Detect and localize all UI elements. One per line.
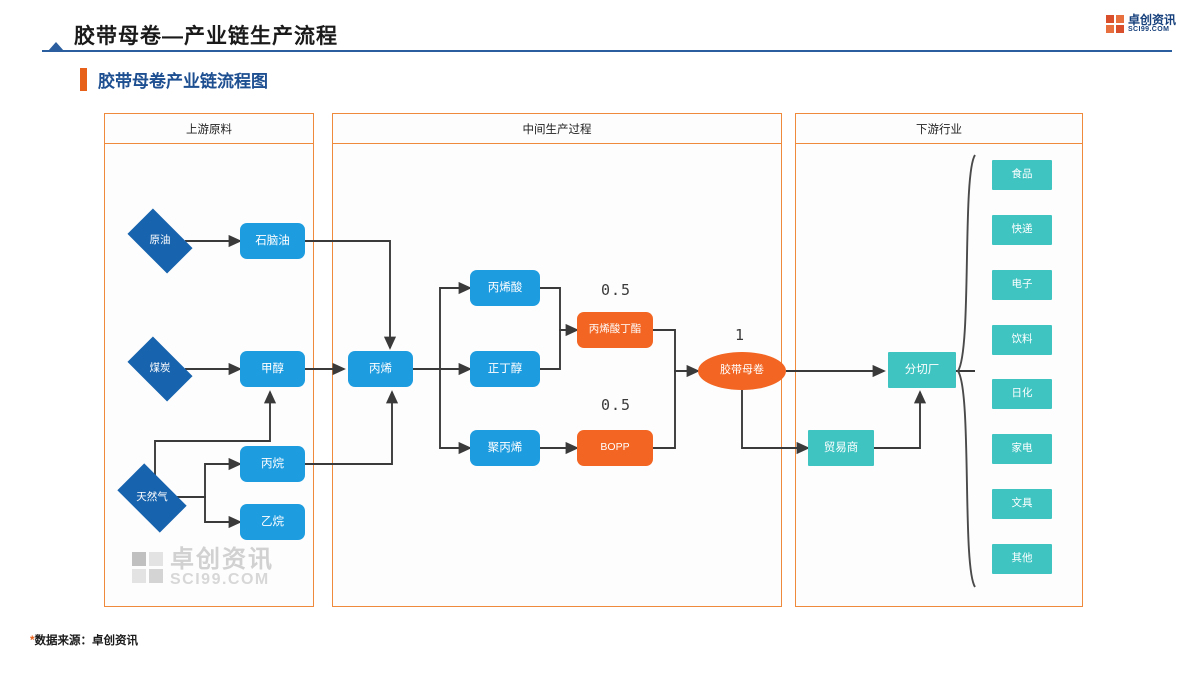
watermark-name-en: SCI99.COM xyxy=(170,571,270,588)
logo-name-cn: 卓创资讯 xyxy=(1127,13,1176,27)
node-butyl-acrylate[interactable]: 丙烯酸丁酯 xyxy=(577,312,653,348)
watermark-name-cn: 卓创资讯 xyxy=(170,546,274,573)
source-note-star: * xyxy=(30,635,35,647)
node-methanol[interactable]: 甲醇 xyxy=(240,351,305,387)
node-crude-oil[interactable]: 原油 xyxy=(127,208,193,274)
source-note: *数据来源：卓创资讯 xyxy=(30,632,138,648)
panel-midstream-header: 中间生产过程 xyxy=(333,114,781,144)
downstream-item-home-appliance[interactable]: 家电 xyxy=(992,434,1052,464)
logo-squares-icon xyxy=(1105,14,1124,33)
logo-name-en: SCI99.COM xyxy=(1127,26,1170,34)
subtitle-accent-bar xyxy=(80,68,87,91)
source-note-text: 数据来源：卓创资讯 xyxy=(34,635,138,647)
downstream-item-beverage[interactable]: 饮料 xyxy=(992,325,1052,355)
watermark: 卓创资讯 SCI99.COM xyxy=(132,548,274,588)
logo-text: 卓创资讯 SCI99.COM xyxy=(1128,14,1176,33)
node-propane[interactable]: 丙烷 xyxy=(240,446,305,482)
header-divider xyxy=(42,50,1172,52)
downstream-item-other[interactable]: 其他 xyxy=(992,544,1052,574)
node-label: 煤炭 xyxy=(149,362,171,375)
node-n-butanol[interactable]: 正丁醇 xyxy=(470,351,540,387)
downstream-item-stationery[interactable]: 文具 xyxy=(992,489,1052,519)
node-label: 天然气 xyxy=(136,491,168,504)
header-marker-triangle xyxy=(48,42,64,51)
node-polypropylene[interactable]: 聚丙烯 xyxy=(470,430,540,466)
panel-upstream-header: 上游原料 xyxy=(105,114,313,144)
watermark-text: 卓创资讯 SCI99.COM xyxy=(170,548,274,588)
node-propylene[interactable]: 丙烯 xyxy=(348,351,413,387)
node-coal[interactable]: 煤炭 xyxy=(127,336,193,402)
ratio-label-butyl-acrylate: 0.5 xyxy=(601,281,632,299)
node-slitting-plant[interactable]: 分切厂 xyxy=(888,352,956,388)
downstream-item-express[interactable]: 快递 xyxy=(992,215,1052,245)
panel-downstream-header: 下游行业 xyxy=(796,114,1082,144)
node-ethane[interactable]: 乙烷 xyxy=(240,504,305,540)
node-acrylic-acid[interactable]: 丙烯酸 xyxy=(470,270,540,306)
downstream-item-electronics[interactable]: 电子 xyxy=(992,270,1052,300)
node-bopp[interactable]: BOPP xyxy=(577,430,653,466)
downstream-item-daily-chemical[interactable]: 日化 xyxy=(992,379,1052,409)
node-natural-gas[interactable]: 天然气 xyxy=(117,463,187,533)
brand-logo: 卓创资讯 SCI99.COM xyxy=(1105,14,1176,33)
ratio-label-tape-jumbo: 1 xyxy=(735,326,746,344)
page-title: 胶带母卷—产业链生产流程 xyxy=(74,25,338,48)
node-trader[interactable]: 贸易商 xyxy=(808,430,874,466)
downstream-item-food[interactable]: 食品 xyxy=(992,160,1052,190)
ratio-label-bopp: 0.5 xyxy=(601,396,632,414)
watermark-squares-icon xyxy=(132,552,164,584)
section-subtitle: 胶带母卷产业链流程图 xyxy=(98,72,268,91)
node-naphtha[interactable]: 石脑油 xyxy=(240,223,305,259)
node-label: 原油 xyxy=(149,234,171,247)
node-tape-jumbo-roll[interactable]: 胶带母卷 xyxy=(698,352,786,390)
